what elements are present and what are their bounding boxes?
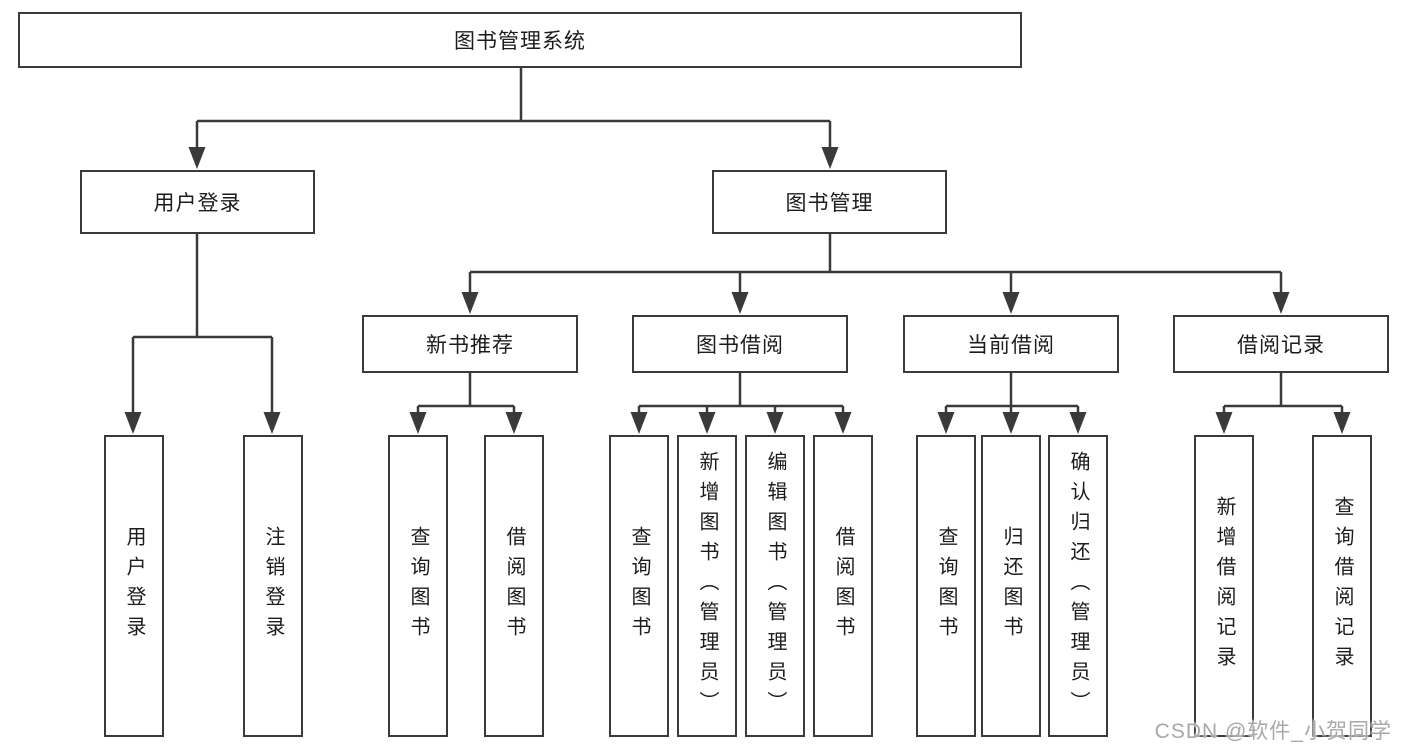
node-label: 新书推荐	[426, 334, 514, 357]
leaf-borrowing-borrow-book: 借阅图书	[813, 435, 873, 737]
node-label: 查询借阅记录	[1331, 496, 1353, 676]
node-label: 借阅图书	[503, 526, 525, 646]
leaf-records-add-borrow-record: 新增借阅记录	[1194, 435, 1254, 737]
node-label: 图书借阅	[696, 334, 784, 357]
node-label: 查询图书	[935, 526, 957, 646]
leaf-recommend-query-book: 查询图书	[388, 435, 448, 737]
node-label: 查询图书	[628, 526, 650, 646]
node-label: 新增图书（管理员）	[696, 451, 718, 721]
leaf-logout-login: 注销登录	[243, 435, 303, 737]
node-label: 借阅记录	[1237, 334, 1325, 357]
node-new-book-recommendation: 新书推荐	[362, 315, 578, 373]
node-book-borrowing: 图书借阅	[632, 315, 848, 373]
node-label: 当前借阅	[967, 334, 1055, 357]
node-label: 用户登录	[153, 192, 242, 215]
leaf-borrowing-query-book: 查询图书	[609, 435, 669, 737]
node-label: 图书管理	[785, 192, 874, 215]
node-label: 图书管理系统	[454, 30, 586, 53]
leaf-user-login: 用户登录	[104, 435, 164, 737]
leaf-recommend-borrow-book: 借阅图书	[484, 435, 544, 737]
node-label: 归还图书	[1000, 526, 1022, 646]
arrowheads	[124, 147, 1351, 434]
node-user-login: 用户登录	[80, 170, 315, 234]
node-label: 查询图书	[407, 526, 429, 646]
node-label: 新增借阅记录	[1213, 496, 1235, 676]
leaf-borrowing-edit-book-admin: 编辑图书（管理员）	[745, 435, 805, 737]
csdn-watermark: CSDN @软件_小贺同学	[1154, 720, 1392, 743]
node-label: 编辑图书（管理员）	[764, 451, 786, 721]
node-label: 注销登录	[262, 526, 284, 646]
node-label: 用户登录	[123, 526, 145, 646]
leaf-current-confirm-return-admin: 确认归还（管理员）	[1048, 435, 1108, 737]
leaf-current-query-book: 查询图书	[916, 435, 976, 737]
leaf-records-query-borrow-record: 查询借阅记录	[1312, 435, 1372, 737]
node-borrowing-records: 借阅记录	[1173, 315, 1389, 373]
leaf-current-return-book: 归还图书	[981, 435, 1041, 737]
node-library-management-system: 图书管理系统	[18, 12, 1022, 68]
leaf-borrowing-add-book-admin: 新增图书（管理员）	[677, 435, 737, 737]
node-book-management: 图书管理	[712, 170, 947, 234]
node-label: 借阅图书	[832, 526, 854, 646]
node-current-borrowing: 当前借阅	[903, 315, 1119, 373]
node-label: 确认归还（管理员）	[1067, 451, 1089, 721]
